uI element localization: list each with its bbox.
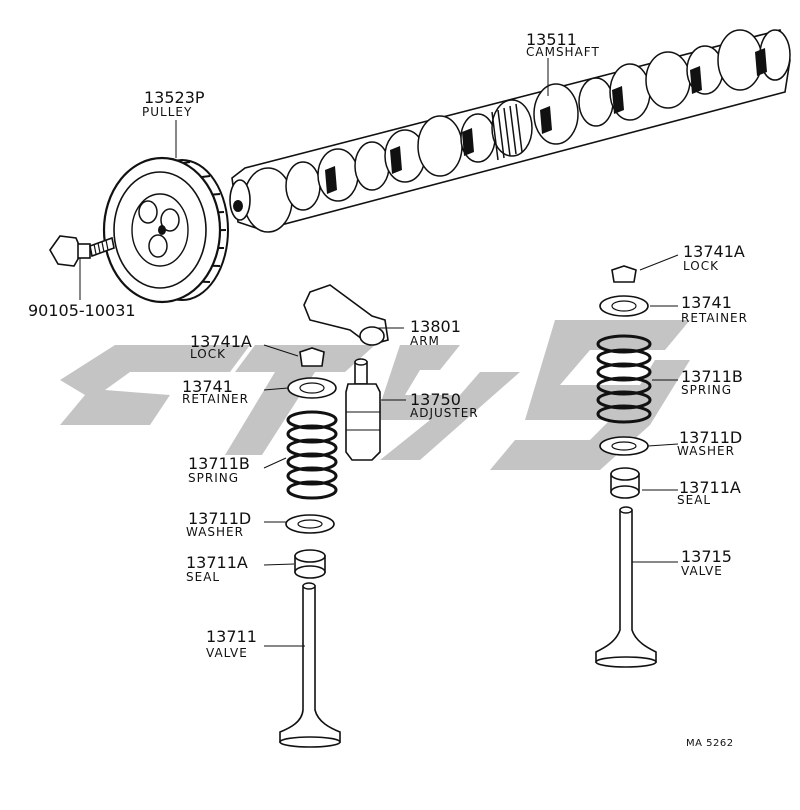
callout-retainer-left: 13741 RETAINER — [182, 377, 249, 406]
callout-pulley: 13523P PULLEY — [142, 88, 205, 119]
callout-lock-right: 13741A LOCK — [683, 242, 745, 273]
washer-left-part-number: 13711D — [188, 509, 251, 528]
figure-reference: MA 5262 — [686, 738, 734, 749]
callout-washer-left: 13711D WASHER — [186, 509, 251, 539]
retainer-left-part-number: 13741 — [182, 377, 233, 396]
retainer-left-name: RETAINER — [182, 392, 249, 406]
arm-part-number: 13801 — [410, 317, 461, 336]
callout-bolt: 90105-10031 — [28, 301, 136, 320]
bolt-part-number: 90105-10031 — [28, 301, 136, 320]
pulley — [102, 156, 229, 304]
seal-right-name: SEAL — [677, 493, 711, 507]
spring-left-name: SPRING — [188, 471, 239, 485]
seal-right-part-number: 13711A — [679, 478, 741, 497]
camshaft-name: CAMSHAFT — [526, 45, 600, 59]
callout-lock-left: 13741A LOCK — [190, 332, 252, 361]
callout-spring-left: 13711B SPRING — [188, 454, 250, 485]
callout-retainer-right: 13741 RETAINER — [681, 293, 748, 325]
spring-right-part-number: 13711B — [681, 367, 743, 386]
lash-adjuster — [345, 358, 381, 461]
valve-left-name: VALVE — [206, 646, 248, 660]
bolt — [49, 235, 115, 267]
callout-seal-right: 13711A SEAL — [677, 478, 741, 507]
spring-right-name: SPRING — [681, 383, 732, 397]
callout-valve-left: 13711 VALVE — [206, 627, 257, 660]
leader-lines — [79, 58, 679, 647]
spring-left-part-number: 13711B — [188, 454, 250, 473]
pulley-name: PULLEY — [142, 105, 192, 119]
adjuster-part-number: 13750 — [410, 390, 461, 409]
seal-left-part-number: 13711A — [186, 553, 248, 572]
valve-assembly-left — [279, 347, 341, 748]
washer-right-name: WASHER — [677, 444, 735, 458]
lock-left-part-number: 13741A — [190, 332, 252, 351]
rocker-arm — [303, 284, 389, 346]
seal-left-name: SEAL — [186, 570, 220, 584]
callout-seal-left: 13711A SEAL — [186, 553, 248, 584]
callout-camshaft: 13511 CAMSHAFT — [526, 30, 600, 59]
callout-spring-right: 13711B SPRING — [681, 367, 743, 397]
watermark-logo — [60, 320, 690, 470]
valve-right-part-number: 13715 — [681, 547, 732, 566]
adjuster-name: ADJUSTER — [410, 406, 479, 420]
washer-right-part-number: 13711D — [679, 428, 742, 447]
lock-left-name: LOCK — [190, 347, 226, 361]
pulley-part-number: 13523P — [144, 88, 205, 107]
camshaft — [229, 29, 791, 233]
camshaft-part-number: 13511 — [526, 30, 577, 49]
valve-right-name: VALVE — [681, 564, 723, 578]
callout-washer-right: 13711D WASHER — [677, 428, 742, 458]
washer-left-name: WASHER — [186, 525, 244, 539]
lock-right-part-number: 13741A — [683, 242, 745, 261]
arm-name: ARM — [410, 334, 440, 348]
callout-valve-right: 13715 VALVE — [681, 547, 732, 578]
retainer-right-part-number: 13741 — [681, 293, 732, 312]
valve-assembly-right — [595, 265, 657, 668]
valve-left-part-number: 13711 — [206, 627, 257, 646]
lock-right-name: LOCK — [683, 259, 719, 273]
callout-arm: 13801 ARM — [410, 317, 461, 348]
callout-adjuster: 13750 ADJUSTER — [410, 390, 479, 420]
retainer-right-name: RETAINER — [681, 311, 748, 325]
